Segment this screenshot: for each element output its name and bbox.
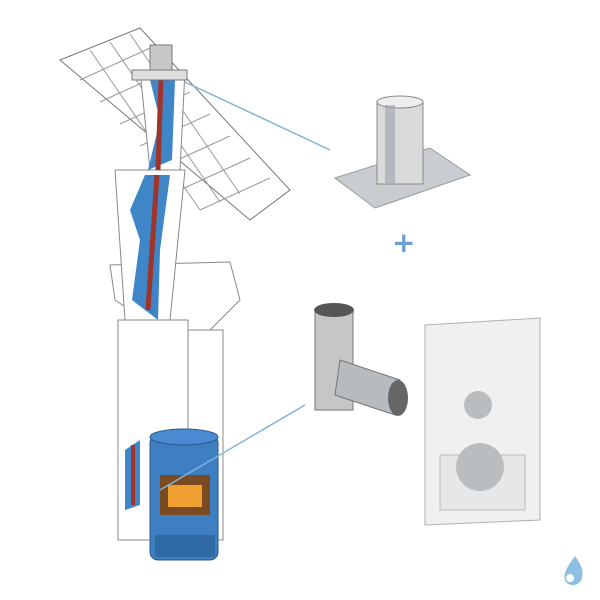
tee-connector-icon <box>314 303 408 416</box>
flue-pipe <box>130 44 188 320</box>
wall-plate-icon <box>424 317 541 526</box>
callout-line-bottom <box>159 404 306 491</box>
callout-line-top <box>184 81 331 151</box>
pellet-stove <box>125 428 219 561</box>
brand-logo-drop-icon <box>564 556 583 586</box>
roof-flashing-plate-icon <box>333 95 472 209</box>
plus-separator: + <box>392 226 416 259</box>
